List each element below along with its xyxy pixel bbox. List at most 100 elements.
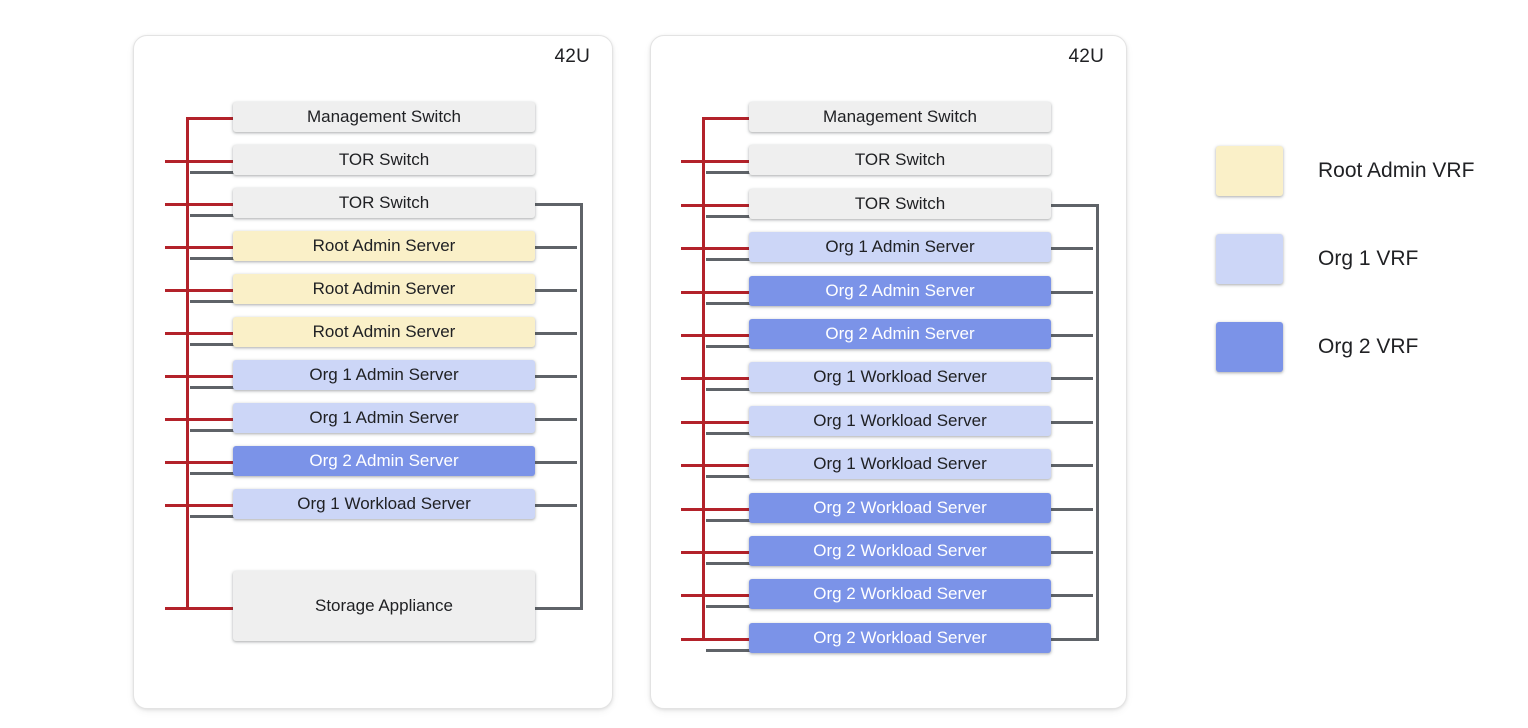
mgmt-bus-bottom-branch: [535, 607, 583, 610]
mgmt-cable-stub-right: [1051, 377, 1093, 381]
device-row[interactable]: Org 2 Workload Server: [749, 536, 1051, 566]
legend-item[interactable]: Root Admin VRF: [1216, 146, 1516, 196]
power-cable-stub: [165, 289, 235, 292]
device-label: Storage Appliance: [315, 596, 453, 615]
mgmt-cable-stub-right: [535, 461, 577, 464]
power-cable-stub: [681, 203, 751, 207]
mgmt-cable-stub: [706, 301, 751, 305]
power-cable-stub: [681, 160, 751, 164]
power-cable-stub: [165, 607, 235, 610]
device-row[interactable]: Management Switch: [233, 102, 535, 132]
device-row[interactable]: Org 2 Workload Server: [749, 492, 1051, 523]
power-bus-vertical: [186, 117, 189, 607]
device-label: TOR Switch: [338, 150, 430, 169]
device-row[interactable]: Root Admin Server: [233, 317, 535, 347]
power-cable-stub: [681, 420, 751, 424]
device-label: Root Admin Server: [312, 322, 456, 341]
device-row[interactable]: TOR Switch: [749, 145, 1051, 176]
mgmt-cable-stub: [190, 472, 235, 475]
mgmt-cable-stub: [706, 605, 751, 609]
mgmt-cable-stub-right: [1051, 290, 1093, 294]
device-row[interactable]: Org 1 Workload Server: [749, 449, 1051, 480]
device-row[interactable]: TOR Switch: [749, 188, 1051, 219]
mgmt-cable-stub: [706, 475, 751, 479]
device-row[interactable]: Storage Appliance: [233, 571, 535, 641]
device-label: Org 2 Workload Server: [813, 497, 987, 517]
device-label: TOR Switch: [854, 150, 946, 170]
device-label: TOR Switch: [338, 193, 430, 212]
mgmt-cable-stub: [190, 343, 235, 346]
device-row[interactable]: Org 2 Workload Server: [749, 579, 1051, 610]
device-row[interactable]: TOR Switch: [233, 145, 535, 175]
power-cable-stub: [681, 247, 751, 251]
device-row[interactable]: Org 1 Workload Server: [749, 405, 1051, 436]
legend-label: Org 1 VRF: [1318, 247, 1419, 270]
mgmt-cable-stub-right: [535, 289, 577, 292]
device-row[interactable]: Org 1 Admin Server: [233, 403, 535, 433]
device-label: Org 2 Admin Server: [825, 280, 975, 300]
power-cable-stub: [681, 637, 751, 641]
mgmt-cable-stub-right: [1051, 420, 1093, 424]
mgmt-cable-stub-right: [535, 332, 577, 335]
mgmt-cable-stub: [706, 388, 751, 392]
legend-color-swatch: [1216, 146, 1283, 196]
device-label: TOR Switch: [854, 193, 946, 213]
mgmt-cable-stub-right: [535, 418, 577, 421]
device-row[interactable]: Org 2 Workload Server: [749, 622, 1051, 653]
device-row[interactable]: Root Admin Server: [233, 274, 535, 304]
mgmt-cable-stub: [190, 515, 235, 518]
mgmt-cable-stub: [706, 345, 751, 348]
legend-label: Org 2 VRF: [1318, 335, 1419, 358]
device-label: Management Switch: [306, 107, 462, 126]
device-label: Org 1 Workload Server: [813, 454, 987, 474]
device-row[interactable]: Org 1 Workload Server: [749, 362, 1051, 393]
power-cable-stub: [681, 464, 751, 468]
power-cable-stub: [165, 246, 235, 249]
device-row[interactable]: Org 1 Admin Server: [233, 360, 535, 390]
mgmt-cable-stub-right: [535, 375, 577, 378]
rack-left-capacity-label: 42U: [554, 46, 590, 67]
power-cable-stub: [681, 507, 751, 511]
mgmt-bus-top-branch: [1051, 203, 1099, 207]
mgmt-cable-stub: [706, 171, 751, 175]
mgmt-cable-stub: [190, 386, 235, 389]
device-label: Org 1 Admin Server: [309, 408, 459, 427]
mgmt-cable-stub-right: [535, 246, 577, 249]
legend-item[interactable]: Org 1 VRF: [1216, 234, 1516, 284]
power-cable-stub: [165, 418, 235, 421]
device-label: Org 1 Workload Server: [297, 494, 471, 513]
mgmt-cable-stub: [706, 518, 751, 522]
power-cable-stub: [702, 117, 751, 120]
device-row[interactable]: Org 1 Workload Server: [233, 489, 535, 519]
device-label: Org 2 Admin Server: [309, 451, 459, 470]
device-row[interactable]: Org 2 Admin Server: [749, 275, 1051, 306]
power-cable-stub: [681, 377, 751, 381]
device-row[interactable]: Root Admin Server: [233, 231, 535, 261]
mgmt-cable-stub: [706, 258, 751, 262]
mgmt-cable-stub: [706, 431, 751, 435]
device-row[interactable]: Org 1 Admin Server: [749, 232, 1051, 263]
legend-item[interactable]: Org 2 VRF: [1216, 322, 1516, 372]
device-label: Org 1 Admin Server: [825, 237, 975, 257]
device-row[interactable]: Management Switch: [749, 102, 1051, 132]
mgmt-cable-stub: [190, 171, 235, 174]
device-row[interactable]: Org 2 Admin Server: [233, 446, 535, 476]
device-label: Org 2 Workload Server: [813, 627, 987, 647]
device-row[interactable]: Org 2 Admin Server: [749, 319, 1051, 349]
mgmt-cable-stub-right: [1051, 507, 1093, 511]
power-cable-stub: [681, 290, 751, 294]
legend-label: Root Admin VRF: [1318, 159, 1475, 182]
power-cable-stub: [165, 203, 235, 206]
power-cable-stub: [165, 504, 235, 507]
mgmt-cable-stub-right: [1051, 551, 1093, 554]
mgmt-cable-stub: [190, 214, 235, 217]
mgmt-cable-stub-right: [1051, 637, 1093, 641]
mgmt-bus-vertical: [580, 203, 583, 607]
device-label: Root Admin Server: [312, 236, 456, 255]
mgmt-cable-stub: [706, 562, 751, 565]
power-cable-stub: [165, 375, 235, 378]
device-row[interactable]: TOR Switch: [233, 188, 535, 218]
power-cable-stub: [681, 594, 751, 598]
mgmt-cable-stub-right: [1051, 247, 1093, 251]
